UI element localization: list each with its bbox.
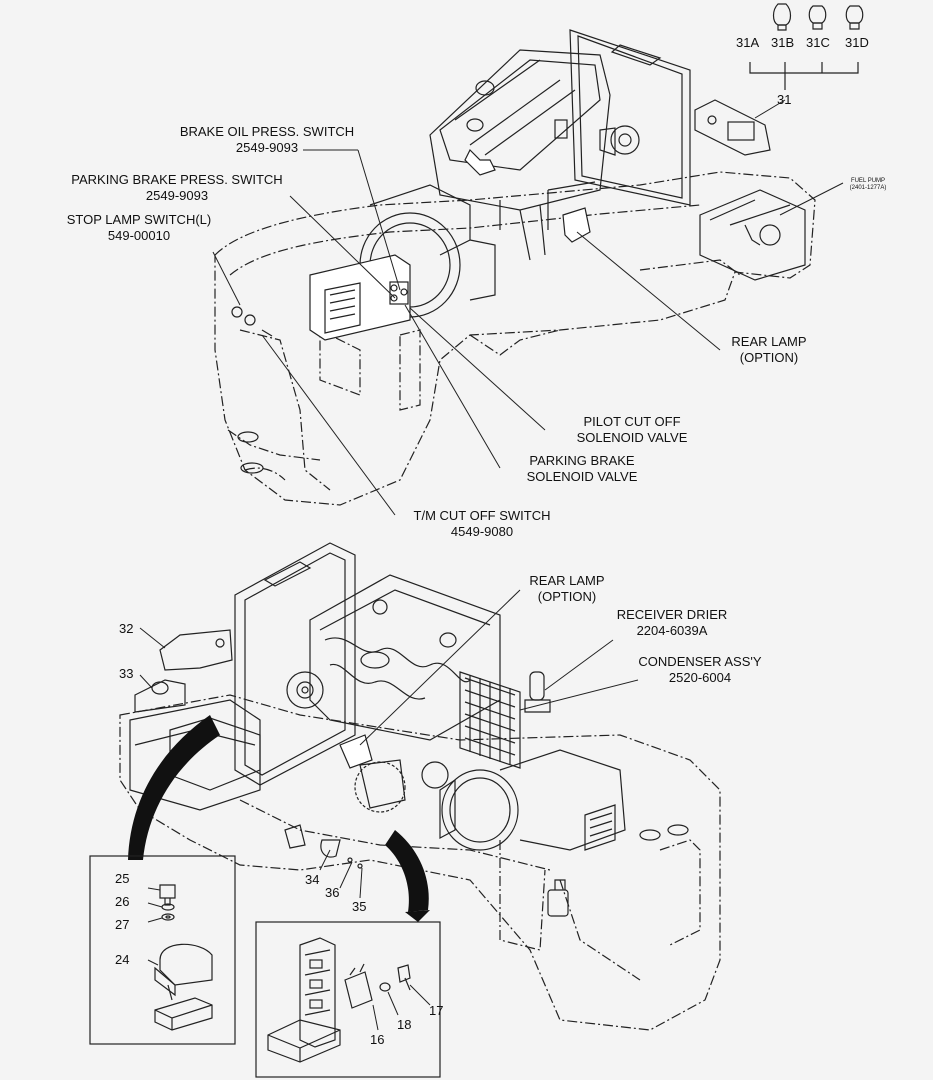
condenser-name: CONDENSER ASS'Y [638, 654, 762, 669]
item-35: 35 [352, 899, 367, 914]
bulb-31c-icon [808, 5, 827, 30]
stop-lamp-switch-name: STOP LAMP SWITCH(L) [66, 212, 212, 227]
pilot-cutoff-label: PILOT CUT OFF SOLENOID VALVE [562, 414, 702, 446]
parking-brake-valve-line1: PARKING BRAKE [529, 453, 635, 468]
tm-cutoff-name: T/M CUT OFF SWITCH [413, 508, 551, 523]
item-31a: 31A [736, 35, 760, 50]
tm-cutoff-label: T/M CUT OFF SWITCH 4549-9080 [400, 508, 564, 540]
parking-brake-switch-label: PARKING BRAKE PRESS. SWITCH 2549-9093 [60, 172, 294, 204]
parking-brake-valve-label: PARKING BRAKE SOLENOID VALVE [510, 453, 654, 485]
bottom-machine-frame [119, 694, 721, 1031]
receiver-drier-label: RECEIVER DRIER 2204-6039A [603, 607, 741, 639]
brake-oil-switch-name: BRAKE OIL PRESS. SWITCH [179, 124, 355, 139]
parking-brake-switch-part: 2549-9093 [145, 188, 209, 203]
fuel-pump-part: (2401-1277A) [849, 185, 887, 191]
item-32: 32 [119, 621, 134, 636]
rear-lamp-top-note: (OPTION) [739, 350, 799, 365]
brake-oil-switch-label: BRAKE OIL PRESS. SWITCH 2549-9093 [170, 124, 364, 156]
fuel-pump-name: FUEL PUMP [850, 178, 886, 184]
parking-brake-valve-line2: SOLENOID VALVE [526, 469, 638, 484]
parking-brake-switch-name: PARKING BRAKE PRESS. SWITCH [71, 172, 283, 187]
detail-box-relay-panel [255, 921, 441, 1078]
top-leader-lines [212, 99, 844, 516]
fuel-pump-label: FUEL PUMP (2401-1277A) [838, 178, 898, 192]
rear-lamp-top-label: REAR LAMP (OPTION) [720, 334, 818, 366]
top-engine [231, 29, 806, 341]
rear-lamp-bottom-note: (OPTION) [537, 589, 597, 604]
item-31: 31 [777, 92, 792, 107]
item-26: 26 [115, 894, 130, 909]
item-33: 33 [119, 666, 134, 681]
receiver-drier-name: RECEIVER DRIER [616, 607, 728, 622]
detail-box-lamp-bracket [89, 855, 236, 1045]
bottom-engine [129, 542, 626, 917]
stop-lamp-switch-part: 549-00010 [107, 228, 171, 243]
rear-lamp-bottom-name: REAR LAMP [529, 573, 605, 588]
rear-lamp-bottom-label: REAR LAMP (OPTION) [518, 573, 616, 605]
pilot-cutoff-line1: PILOT CUT OFF [583, 414, 681, 429]
condenser-label: CONDENSER ASS'Y 2520-6004 [630, 654, 770, 686]
item-31c: 31C [806, 35, 830, 50]
bulb-31d-icon [845, 5, 864, 30]
item-16: 16 [370, 1032, 385, 1047]
item-31d: 31D [845, 35, 869, 50]
pilot-cutoff-line2: SOLENOID VALVE [576, 430, 688, 445]
condenser-part: 2520-6004 [668, 670, 732, 685]
brake-oil-switch-part: 2549-9093 [235, 140, 299, 155]
tm-cutoff-part: 4549-9080 [450, 524, 514, 539]
item-36: 36 [325, 885, 340, 900]
bottom-leader-lines [139, 589, 639, 899]
bulb-31b-icon [772, 3, 792, 31]
item-34: 34 [305, 872, 320, 887]
item-17: 17 [429, 1003, 444, 1018]
receiver-drier-part: 2204-6039A [636, 623, 708, 638]
item-18: 18 [397, 1017, 412, 1032]
stop-lamp-switch-label: STOP LAMP SWITCH(L) 549-00010 [55, 212, 223, 244]
bulb-icons-31 [749, 3, 864, 90]
item-24: 24 [115, 952, 130, 967]
item-31b: 31B [771, 35, 795, 50]
item-27: 27 [115, 917, 130, 932]
rear-lamp-top-name: REAR LAMP [731, 334, 807, 349]
detail-arrows [128, 715, 430, 922]
item-25: 25 [115, 871, 130, 886]
